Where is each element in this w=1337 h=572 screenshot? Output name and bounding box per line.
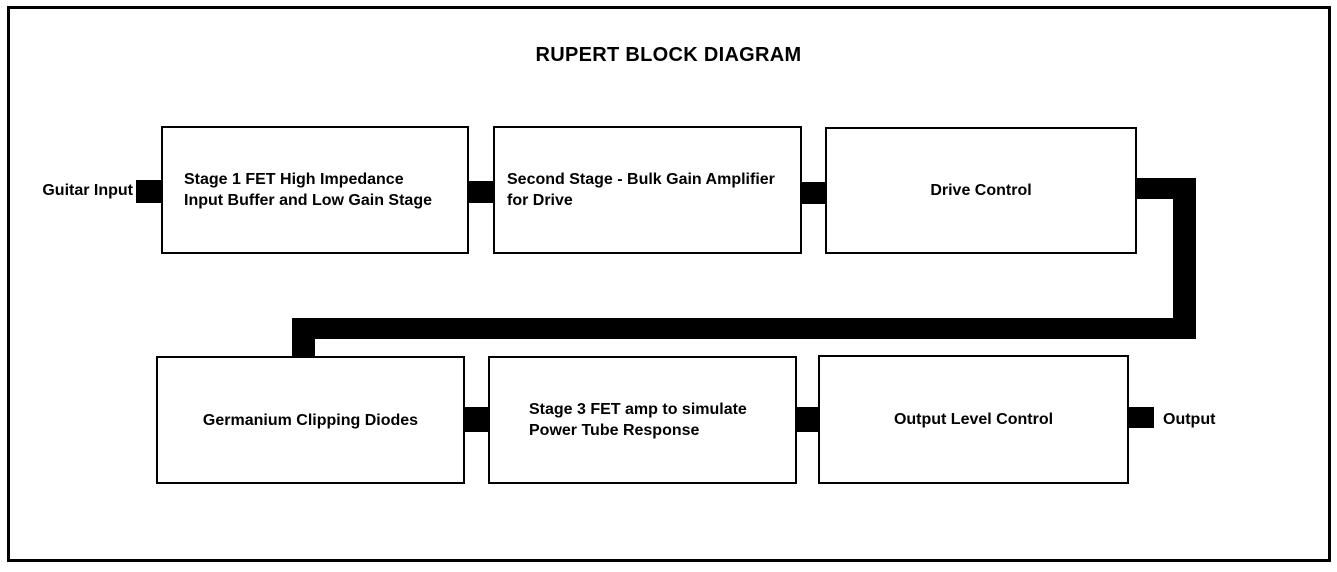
connector-drop-to-diodes (292, 318, 315, 358)
block-text-line: Input Buffer and Low Gain Stage (184, 192, 432, 209)
connector-stage1-to-stage2 (469, 181, 493, 203)
connector-diodes-to-stage3 (465, 407, 488, 432)
guitar-input-label: Guitar Input (42, 182, 133, 199)
block-text-line: for Drive (507, 192, 573, 209)
block-drive-control: Drive Control (825, 127, 1137, 254)
connector-output-level-to-output (1129, 407, 1154, 428)
block-text-line: Stage 3 FET amp to simulate (529, 401, 747, 418)
connector-return-bar (292, 318, 1196, 339)
block-stage3-power-tube: Stage 3 FET amp to simulate Power Tube R… (488, 356, 797, 484)
block-stage1-input-buffer: Stage 1 FET High Impedance Input Buffer … (161, 126, 469, 254)
output-label: Output (1163, 411, 1216, 428)
connector-vertical-drop (1173, 178, 1196, 339)
connector-stage3-to-output-level (797, 407, 818, 432)
block-text-line: Output Level Control (893, 411, 1054, 428)
outer-border (7, 6, 1331, 562)
block-output-level-control: Output Level Control (818, 355, 1129, 484)
block-second-stage-gain: Second Stage - Bulk Gain Amplifier for D… (493, 126, 802, 254)
connector-stage2-to-drive (801, 182, 825, 204)
block-text-line: Stage 1 FET High Impedance (184, 171, 404, 188)
connector-input-to-stage1 (136, 180, 161, 203)
block-germanium-clipping-diodes: Germanium Clipping Diodes (156, 356, 465, 484)
block-text-line: Drive Control (930, 182, 1032, 199)
block-text-line: Second Stage - Bulk Gain Amplifier (507, 171, 775, 188)
diagram-title: RUPERT BLOCK DIAGRAM (535, 44, 802, 66)
block-text-line: Germanium Clipping Diodes (202, 411, 419, 429)
block-text-line: Power Tube Response (529, 422, 700, 439)
